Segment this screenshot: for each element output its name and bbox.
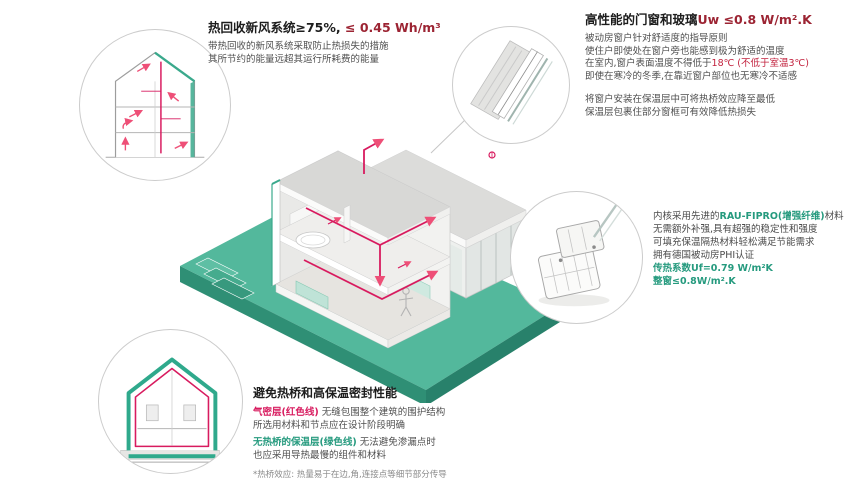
material-uf-value: 传热系数Uf=0.79 W/m²K	[653, 263, 773, 274]
callout-heat-recovery	[79, 29, 231, 181]
callout-thermal-envelope	[98, 329, 243, 474]
windows-line3-value: 18℃ (不低于室温3℃)	[711, 58, 809, 69]
window-corner-detail-icon	[470, 40, 553, 125]
callout-window-profile	[510, 191, 643, 324]
ventilation-ducts	[303, 138, 439, 301]
windows-text-block: 高性能的门窗和玻璃Uw ≤0.8 W/m².K 被动房窗户针对舒适度的指导原则 …	[585, 12, 861, 119]
windows-line2: 使住户即使处在窗户旁也能感到极为舒适的温度	[585, 45, 785, 57]
thermal-line3-text: 无法避免渗漏点时	[356, 437, 436, 448]
windows-line1: 被动房窗户针对舒适度的指导原则	[585, 33, 728, 44]
heat-recovery-title-value: ≤ 0.45 Wh/m³	[345, 20, 441, 35]
windows-title-value: Uw ≤0.8 W/m².K	[697, 12, 812, 27]
thermal-title: 避免热桥和高保温密封性能	[253, 386, 398, 400]
windows-title: 高性能的门窗和玻璃Uw ≤0.8 W/m².K	[585, 12, 861, 27]
heat-recovery-line2: 其所节约的能量远超其运行所耗费的能量	[208, 53, 380, 65]
bathtub	[295, 231, 331, 249]
material-line3: 可填充保温隔热材料轻松满足节能需求	[653, 237, 815, 248]
insulation-layer-label: 无热桥的保温层(绿色线)	[253, 437, 357, 448]
windows-title-text: 高性能的门窗和玻璃	[585, 12, 698, 27]
material-line4: 拥有德国被动房PHI认证	[653, 250, 755, 261]
windows-line3: 在室内,窗户表面温度不得低于18℃ (不低于室温3℃)	[585, 58, 861, 71]
heat-recovery-title: 热回收新风系统≥75%, ≤ 0.45 Wh/m³	[208, 20, 470, 35]
person-figure	[398, 287, 414, 317]
windows-line6: 保温层包裹住部分窗框可有效降低热损失	[585, 106, 757, 118]
heat-recovery-title-text: 热回收新风系统≥75%,	[208, 20, 345, 35]
spacer	[585, 83, 861, 94]
thermal-footnote: *热桥效应: 热量易于在边,角,连接点等细节部分传导	[253, 470, 447, 480]
material-line1: 内核采用先进的RAU-FIPRO(增强纤维)材料	[653, 210, 863, 223]
material-line1-brand: RAU-FIPRO(增强纤维)	[719, 211, 825, 222]
windows-line4: 即使在寒冷的冬季,在靠近窗户部位也无寒冷不适感	[585, 70, 798, 82]
kitchen-cabinet	[295, 280, 329, 310]
thermal-line2: 所选用材料和节点应在设计阶段明确	[253, 419, 406, 431]
thermal-body: 气密层(红色线) 无缝包围整个建筑的围护结构 所选用材料和节点应在设计阶段明确 …	[253, 407, 589, 482]
section-heat-recovery-icon	[105, 51, 205, 158]
thermal-line3: 无热桥的保温层(绿色线) 无法避免渗漏点时	[253, 437, 589, 450]
thermal-text-block: 避免热桥和高保温密封性能 气密层(红色线) 无缝包围整个建筑的围护结构 所选用材…	[253, 386, 589, 482]
material-line2: 无需额外补强,具有超强的稳定性和强度	[653, 224, 818, 235]
thermal-line1-text: 无缝包围整个建筑的围护结构	[318, 407, 446, 418]
heat-recovery-line1: 带热回收的新风系统采取防止热损失的措施	[208, 41, 389, 52]
material-uw-value: 整窗≤0.8W/m².K	[653, 276, 736, 287]
material-line1-text: 内核采用先进的	[653, 211, 720, 222]
windows-body: 被动房窗户针对舒适度的指导原则 使住户即使处在窗户旁也能感到极为舒适的温度 在室…	[585, 33, 861, 119]
heat-recovery-body: 带热回收的新风系统采取防止热损失的措施 其所节约的能量远超其运行所耗费的能量	[208, 41, 470, 66]
house-cutaway-illustration	[180, 138, 560, 403]
window-profile-detail-icon	[537, 200, 626, 307]
material-line1-suffix: 材料	[824, 211, 844, 222]
section-thermal-envelope-icon	[116, 357, 226, 463]
airtight-layer-label: 气密层(红色线)	[253, 407, 319, 418]
callout-window-corner	[452, 26, 570, 144]
windows-line5: 将窗户安装在保温层中可将热桥效应降至最低	[585, 94, 776, 105]
thermal-line1: 气密层(红色线) 无缝包围整个建筑的围护结构	[253, 407, 589, 420]
thermal-line4: 也应采用导热最慢的组件和材料	[253, 449, 387, 461]
material-text-block: 内核采用先进的RAU-FIPRO(增强纤维)材料 无需额外补强,具有超强的稳定性…	[653, 210, 863, 288]
windows-line3-text: 在室内,窗户表面温度不得低于	[585, 58, 712, 69]
heat-recovery-text-block: 热回收新风系统≥75%, ≤ 0.45 Wh/m³ 带热回收的新风系统采取防止热…	[208, 20, 470, 66]
